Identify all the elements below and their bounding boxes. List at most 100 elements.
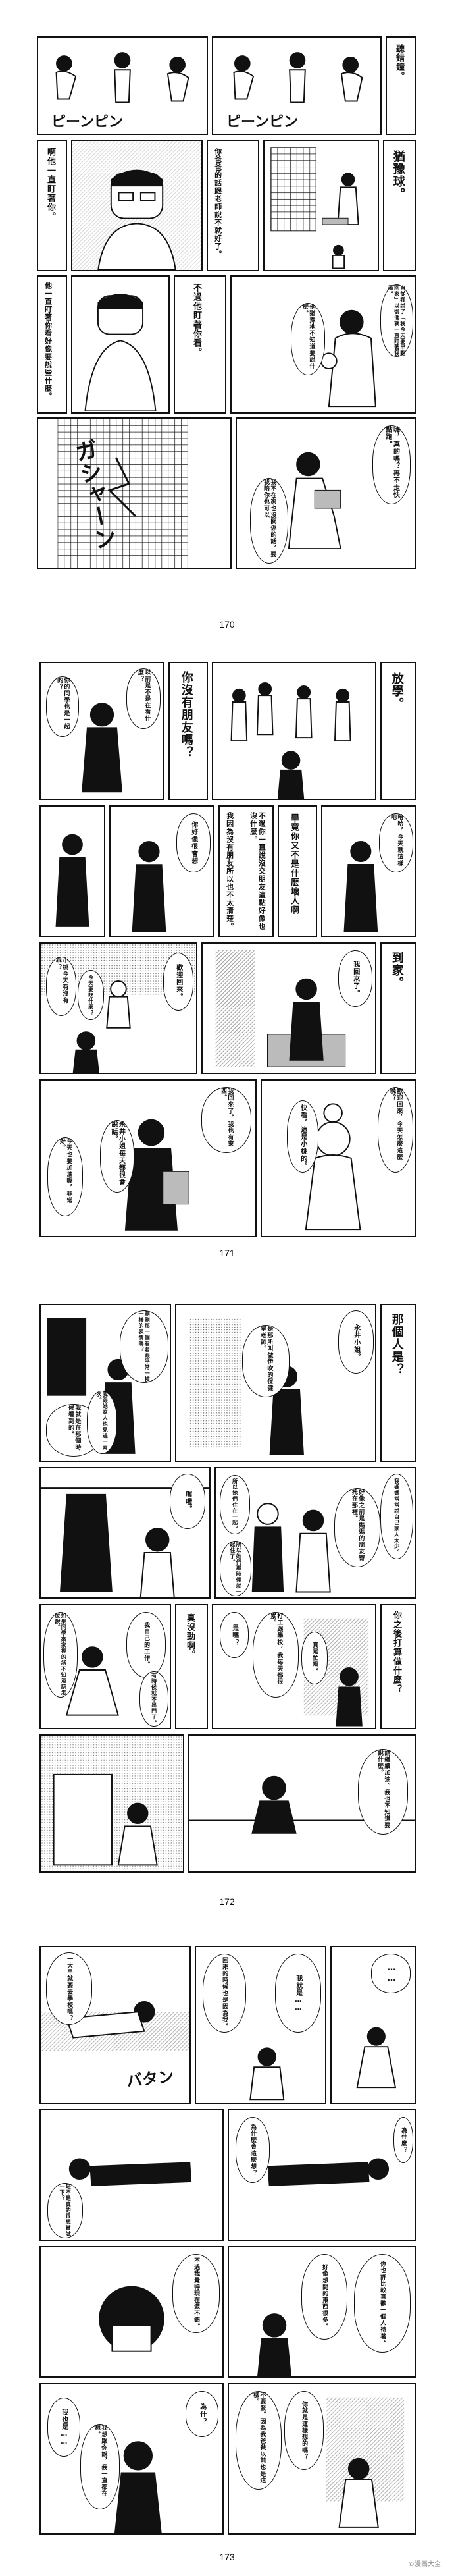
speech-bubble-sister: 小桃今天有沒有乖？	[46, 957, 76, 1016]
speech-bubble-classmates: 你的同學也是一起的？	[46, 676, 79, 737]
speech-bubble-question: 是嗎？	[220, 1612, 249, 1658]
panel-stairs	[39, 1734, 184, 1873]
panel-caption-throw: 猶豫球。	[383, 140, 416, 271]
manga-page-170: ピーンピン ピーンピン 聽錯鐘。 啊他一直盯著你。 你爸爸的話跟老師說不就好了。	[0, 0, 454, 642]
speech-bubble-me-too: 我回來了。我也有東西。	[201, 1087, 251, 1153]
smiling-woman-illustration	[305, 1103, 361, 1231]
man-standing-illustration	[84, 294, 157, 412]
boy-sitting-illustration	[65, 1646, 119, 1716]
lying-on-floor-illustration	[68, 2158, 192, 2186]
caption-really: 真沒勁啊。	[184, 1613, 195, 1659]
speech-bubble-ok: 好像之前是媽媽的朋友寄托在那裡。	[334, 1488, 380, 1567]
speech-bubble-mom-a: 我媽媽常常說自己家人太少。	[380, 1474, 413, 1559]
speech-bubble-final-2: 不要緊。因為我爸爸以前也是這樣。	[236, 2391, 282, 2490]
speech-bubble-today-mom: 歡迎回來，今天怎麼這麼晚？	[378, 1087, 413, 1173]
hallway-boy-illustration	[82, 703, 122, 793]
speech-bubble-final-1: 為什？	[186, 2391, 218, 2437]
caption-bell: 聽錯鐘。	[393, 44, 404, 81]
speech-bubble-haha: 嗨，真的嗎？再不走快點跑。	[372, 425, 411, 504]
speech-bubble-night: 打工跟學校，我每天都很累。	[253, 1612, 299, 1698]
panel-boy-crouch: 請繼續加油。我也不知道要說什麼。	[188, 1734, 416, 1873]
lying-reading-illustration	[267, 2158, 390, 2186]
bowing-figures-illustration	[233, 52, 363, 103]
panel-man-standing	[71, 275, 170, 414]
speech-bubble-you-see: 你好像很會想	[176, 813, 211, 872]
panel-boy-bag: 永井小姐每天都很會說話。 今天也要加油喔，非常好。 我回來了。我也有東西。	[39, 1079, 257, 1237]
page-number: 170	[219, 619, 235, 630]
boy-walking-2-illustration	[132, 841, 166, 932]
panel-lying-2: 是不是真的很想嘗試一下？	[39, 2109, 224, 2241]
coat-on-hanger-illustration	[41, 1487, 209, 1597]
speech-bubble-job: 我自己的工作。	[126, 1612, 166, 1678]
two-people-illustration	[251, 1503, 331, 1593]
sitting-window-illustration	[356, 2027, 397, 2089]
panel-caption-bell: 聽錯鐘。	[386, 36, 416, 135]
panel-caption-dont-look: 不過他盯著你看。	[174, 275, 226, 414]
panel-boy-walk-1	[39, 805, 105, 937]
sfx-ding-dong-2: ピーンピン	[226, 114, 298, 130]
panel-boy-lying: 一大早就要去學校嗎？ バタン	[39, 1946, 191, 2104]
speech-bubble-after: 一大早就要去學校嗎？	[46, 1952, 92, 2025]
page-number: 171	[219, 1248, 235, 1258]
panel-house-interior: 小桃今天有沒有乖？ 今天要吃什麼？ 歡迎回來。	[39, 942, 197, 1074]
panel-bow-2: ピーンピン	[212, 36, 382, 135]
sfx-ding-dong-1: ピーンピン	[51, 114, 123, 130]
panel-caption-really: 真沒勁啊。	[175, 1604, 208, 1729]
boy-running-illustration	[288, 452, 341, 550]
panel-window-crash: ガシャーン	[37, 417, 232, 569]
panel-entrance: 我回來了。	[201, 942, 376, 1074]
panel-boy-coat: 我就是在那個時候看到的。 剛剛那一個看著跟平常一模一樣的表情嗎？ 我跟她家人也見…	[39, 1304, 171, 1462]
caption-ahhh: 啊他一直盯著你。	[45, 148, 55, 221]
panel-caption-friend: 你沒有朋友嗎？	[168, 662, 208, 800]
speech-bubble-always: 永井小姐每天都很會說話。	[100, 1120, 134, 1193]
panel-door	[263, 140, 379, 271]
manga-page-171: 以前是不是在看什麼？ 你的同學也是一起的？ 你沒有朋友嗎？ 放學。	[0, 642, 454, 1284]
panel-boy-walk-3: 哈哈，今天就這樣吧	[321, 805, 416, 937]
speech-bubble-hungry: 為什麼會這麼想？	[236, 2117, 270, 2183]
panel-caption-scary: 他一直盯著你看好像要說些什麼。	[37, 275, 67, 414]
speech-bubble-bad-2: 我跟她家人也見過一兩次。	[87, 1391, 117, 1454]
caption-friends-1: 不過你一直說沒交朋友這點好像也沒什麼。	[249, 812, 266, 930]
speech-bubble-name: 永井小姐。	[338, 1310, 374, 1374]
panel-final-right: 不要緊。因為我爸爸以前也是這樣。 你就是這樣想的嗎？	[228, 2383, 416, 2535]
panel-lying-3: 為什麼？ 為什麼會這麼想？	[228, 2109, 416, 2241]
boy-walking-3-illustration	[343, 841, 378, 932]
panel-caption-after-school: 放學。	[380, 662, 416, 800]
talking-pair-illustration	[257, 2313, 292, 2376]
caption-ask-what: 你之後打算做什麼？	[391, 1611, 401, 1694]
panel-caption-ask-what: 你之後打算做什麼？	[380, 1604, 416, 1729]
speech-bubble-think: 我不在家也沒關係的話，要我陪你也可以	[250, 478, 288, 564]
caption-who: 那個人是？	[390, 1313, 404, 1376]
speech-bubble-back: 我回來了。	[338, 950, 372, 1007]
speech-bubble-nurse: 是那所叫做伊吹的保健室老師。	[242, 1325, 290, 1397]
room-conversation-illustration	[249, 2047, 285, 2101]
panel-woman-smile: 快看，這是小桃的。 歡迎回來，今天怎麼這麼晚？	[261, 1079, 416, 1237]
speech-bubble-final-5: 你就是這樣想的嗎？	[284, 2391, 324, 2470]
old-man-illustration	[72, 141, 201, 270]
speech-bubble-sorry: 你也許比較喜歡一個人待著。	[354, 2254, 411, 2353]
panel-boy-running: 嗨，真的嗎？再不走快點跑。 我不在家也沒關係的話，要我陪你也可以	[236, 417, 416, 569]
speech-bubble-why: 為什麼？	[393, 2117, 413, 2163]
caption-friends-2: 我因為沒有朋友所以也不太清楚。	[225, 812, 234, 930]
panel-hall-boy: 永井小姐。 是那所叫做伊吹的保健室老師。	[175, 1304, 376, 1462]
panel-final-left: 為什？ 我也是…… 我想跟你說，我一直都在想。	[39, 2383, 224, 2535]
speech-bubble-final-4: 我想跟你說，我一直都在想。	[80, 2424, 120, 2509]
panel-bow-1: ピーンピン	[37, 36, 208, 135]
panel-caption-friends: 不過你一直說沒交朋友這點好像也沒什麼。 我因為沒有朋友所以也不太清楚。	[218, 805, 274, 937]
speech-bubble-what-to-eat: 今天要吃什麼？	[78, 970, 104, 1020]
speech-bubble-welcome: 歡迎回來。	[163, 953, 193, 1011]
bowing-figures-illustration	[55, 52, 189, 103]
panel-woman-ball: 自從我說了「我今天要早點回家」以後他就一直盯著我看。 他猶豫地不知道要說什麼。	[230, 275, 416, 414]
doorway-scene-illustration	[270, 147, 359, 269]
speech-bubble-coat: 喔喔。	[170, 1474, 205, 1529]
two-sitting-final-illustration	[326, 2397, 405, 2528]
panel-mom-explain: 好像之前是媽媽的朋友寄托在那裡。 我媽媽常常說自己家人太少。 所以她們那時候就一…	[214, 1467, 416, 1599]
manga-page-172: 那個人是？ 我就是在那個時候看到的。 剛剛那一個看著跟平常一模一樣的表情嗎？ 我…	[0, 1284, 454, 1926]
caption-after-school: 放學。	[390, 672, 404, 710]
panel-boy-thinking: 是嗎？ 打工跟學校，我每天都很累。 真是忙啊。	[212, 1604, 376, 1729]
students-crowd-illustration	[230, 682, 351, 799]
panel-caption-bad: 畢竟你又不是什麼壞人啊	[278, 805, 317, 937]
caption-strange: 你爸爸的話跟老師說不就好了。	[213, 148, 222, 258]
speech-bubble-stay-home: 有時候就不出門了。	[139, 1671, 168, 1727]
panel-talk-pair: 好像想問的東西很多。 你也許比較喜歡一個人待著。	[228, 2246, 416, 2378]
